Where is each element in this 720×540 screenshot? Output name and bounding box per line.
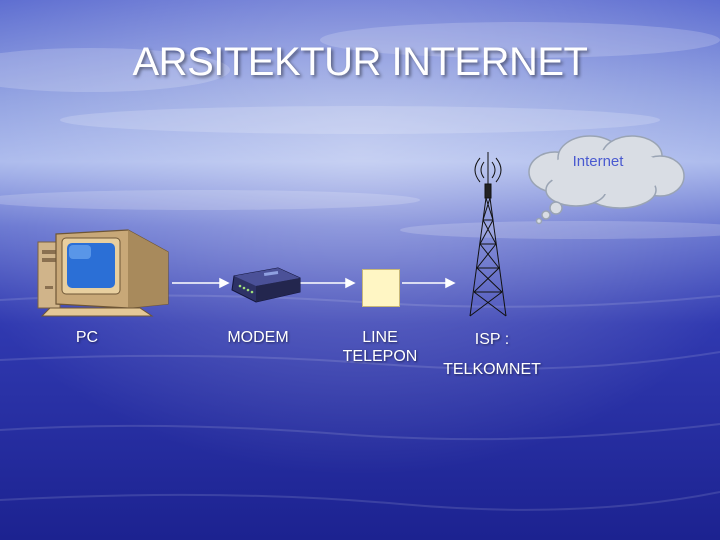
isp-label: ISP : — [474, 331, 510, 348]
internet-cloud — [528, 135, 685, 225]
internet-cloud-label: Internet — [572, 153, 624, 170]
tower-icon — [469, 152, 507, 317]
isp-name-label: TELKOMNET — [443, 361, 541, 378]
phone-line-box — [362, 269, 400, 307]
modem-label: MODEM — [227, 329, 289, 346]
pc-label: PC — [75, 329, 99, 346]
modem-icon — [231, 267, 301, 303]
pc-icon — [37, 229, 169, 317]
slide-title: ARSITEKTUR INTERNET — [132, 40, 588, 84]
line-label-1: LINE — [362, 329, 398, 346]
line-label-2: TELEPON — [342, 348, 418, 365]
line-telepon-label: LINE TELEPON — [330, 328, 430, 366]
